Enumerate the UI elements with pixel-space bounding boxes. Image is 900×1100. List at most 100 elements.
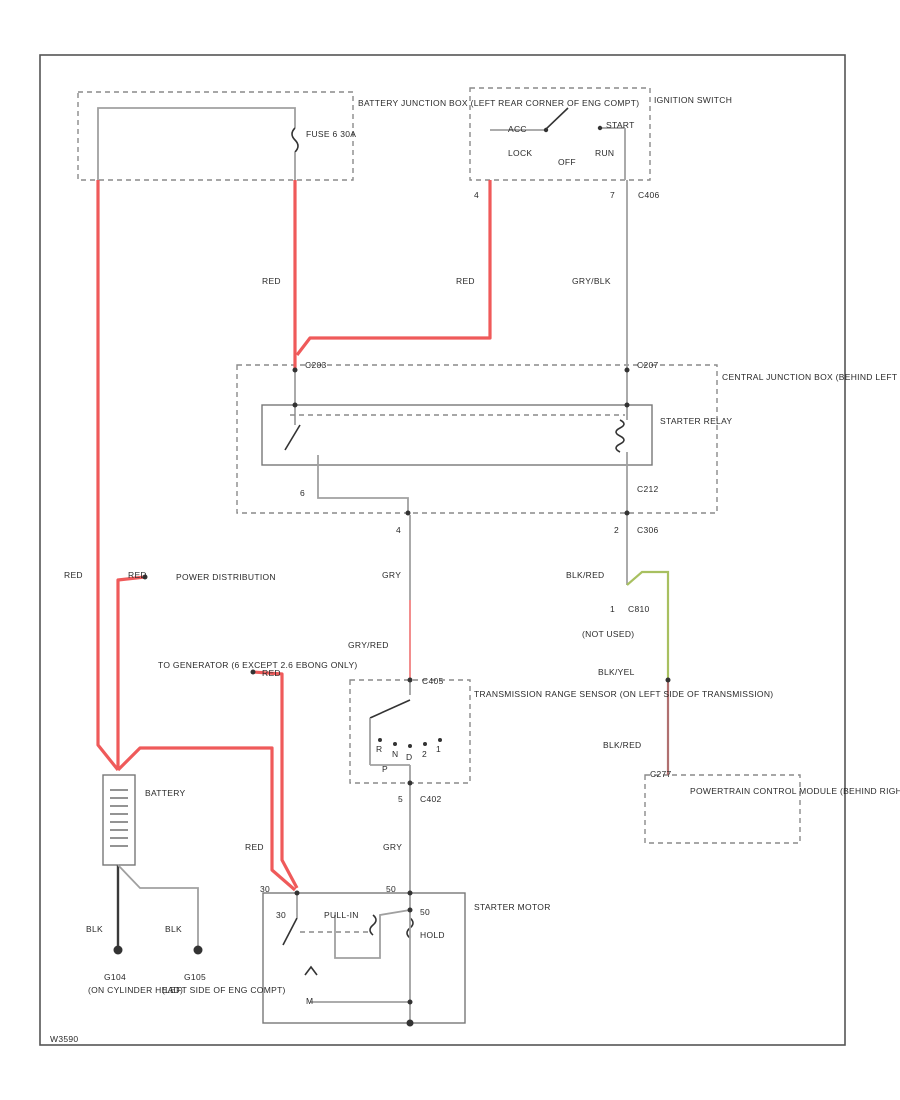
conn-c203: C203: [305, 360, 327, 370]
wire-red-3: RED: [64, 570, 83, 580]
wire-red-2: RED: [456, 276, 475, 286]
starter-solenoid-contact: [282, 917, 298, 946]
conn-c306: C306: [637, 525, 659, 535]
battery-junction-box-outline: [77, 91, 354, 181]
wire-blk-yel: BLK/YEL: [598, 667, 635, 677]
red-wire-generator: [252, 670, 299, 889]
wire-gry-1: GRY: [382, 570, 401, 580]
wire-red-short-1: RED: [128, 570, 147, 580]
ground-g104-id: G104: [104, 972, 126, 982]
wire-blk-1: BLK: [86, 924, 103, 934]
ground-g105-terminal: [193, 945, 203, 955]
motor-symbol: [304, 965, 318, 976]
starter-junction-dot: [407, 999, 413, 1005]
starter-ground-dot: [406, 1019, 414, 1027]
cjb-bottom-dot-2: [624, 510, 630, 516]
red-wire-battery-to-starter: [116, 746, 297, 892]
ground-g105-id: G105: [184, 972, 206, 982]
cjb-conn-dot-2: [624, 367, 630, 373]
blk-ground-wire-2: [117, 864, 199, 950]
gen-dot: [250, 669, 256, 675]
starter-relay-box: [261, 404, 653, 466]
red-wire-battery-feed: [96, 180, 120, 771]
trs-pos-2: [423, 742, 427, 746]
ign-acc-label: ACC: [508, 124, 527, 134]
cjb-bottom-dot: [405, 510, 411, 516]
relay-contact: [284, 424, 301, 451]
starter-b-pin: 30: [276, 910, 286, 920]
bjb-internal-wire: [97, 107, 296, 180]
trs-bottom-dot: [407, 780, 413, 786]
ignition-switch-outline: [469, 87, 651, 181]
pull-in-label: PULL-IN: [324, 910, 359, 920]
starter-s-dot: [407, 890, 413, 896]
red-wire-power-distribution: [116, 575, 146, 770]
central-junction-box-label: CENTRAL JUNCTION BOX (BEHIND LEFT SIDE O…: [722, 372, 900, 382]
not-used-label: (NOT USED): [582, 629, 634, 639]
starter-motor-label: STARTER MOTOR: [474, 902, 551, 912]
ignition-switch-label: IGNITION SWITCH: [654, 95, 732, 105]
ground-g105-desc: (LEFT SIDE OF ENG COMPT): [162, 985, 286, 995]
conn-c402: C402: [420, 794, 442, 804]
power-distribution-label: POWER DISTRIBUTION: [176, 572, 276, 582]
battery-label: BATTERY: [145, 788, 186, 798]
relay-to-trs-wire: [317, 465, 409, 515]
conn-c810: C810: [628, 604, 650, 614]
pcm-label: POWERTRAIN CONTROL MODULE (BEHIND RIGHT …: [690, 786, 900, 796]
ign-start-terminal: [597, 125, 603, 131]
conn-c212: C212: [637, 484, 659, 494]
hold-label: HOLD: [420, 930, 445, 940]
pin-6-relay: 6: [300, 488, 305, 498]
starter-motor-box: [262, 892, 466, 1024]
pd-dot: [142, 574, 148, 580]
fuse-symbol: [291, 127, 299, 153]
ign-lock-label: LOCK: [508, 148, 532, 158]
generator-label: TO GENERATOR (6 EXCEPT 2.6 EBONG ONLY): [158, 660, 358, 670]
relay-conn-dot-2: [624, 402, 630, 408]
ign-start-label: START: [606, 120, 635, 130]
trs-pos-r: [378, 738, 382, 742]
starter-m-pin: M: [306, 996, 313, 1006]
wire-gry-blk: GRY/BLK: [572, 276, 611, 286]
starter-pin-30: 30: [260, 884, 270, 894]
battery-symbol: [102, 774, 136, 866]
prnd-n: N: [392, 749, 398, 759]
pin-5-trs: 5: [398, 794, 403, 804]
diagram-frame: [39, 54, 846, 1046]
blk-yel-wire-green: [626, 570, 670, 680]
conn-c277: C277: [650, 769, 672, 779]
fuse-label: FUSE 6 30A: [306, 129, 356, 139]
starter-pin-50: 50: [386, 884, 396, 894]
wire-red-4: RED: [245, 842, 264, 852]
starter-s-terminal: [407, 907, 413, 913]
prnd-2: 2: [422, 749, 427, 759]
pcm-outline: [644, 774, 801, 844]
trs-pos-d: [408, 744, 412, 748]
transmission-sensor-label: TRANSMISSION RANGE SENSOR (ON LEFT SIDE …: [474, 689, 773, 699]
pin-4-cjb: 4: [396, 525, 401, 535]
prnd-1: 1: [436, 744, 441, 754]
wire-blk-red-2: BLK/RED: [603, 740, 641, 750]
starter-s-pin: 50: [420, 907, 430, 917]
pin-4-ign: 4: [474, 190, 479, 200]
pin-1-pcm: 1: [610, 604, 615, 614]
ign-run-label: RUN: [595, 148, 614, 158]
trs-top-dot: [407, 677, 413, 683]
prnd-d: D: [406, 752, 412, 762]
pin-2-cjb: 2: [614, 525, 619, 535]
ignition-switch-contact: [544, 107, 569, 131]
trs-switch-contact: [369, 699, 411, 719]
ground-g104-terminal: [113, 945, 123, 955]
conn-c207: C207: [637, 360, 659, 370]
ign-acc-terminal: [543, 127, 549, 133]
red-wire-ignition-feed: [295, 180, 492, 356]
starter-relay-label: STARTER RELAY: [660, 416, 732, 426]
conn-c405: C405: [422, 676, 444, 686]
wire-red-short-2: RED: [262, 668, 281, 678]
wire-gry-red: GRY/RED: [348, 640, 389, 650]
pin-7-ign: 7: [610, 190, 615, 200]
pcm-conn-dot: [665, 677, 671, 683]
relay-coil: [615, 419, 625, 453]
